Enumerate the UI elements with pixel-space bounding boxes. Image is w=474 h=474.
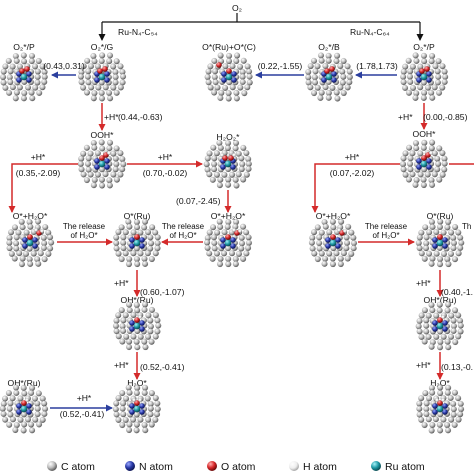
node-h2o2: H₂O₂* xyxy=(217,132,241,142)
node-left-p: O₂*/P xyxy=(13,42,35,52)
top-molecule-label: O₂ xyxy=(232,3,242,13)
cage-oh-ru-bottom xyxy=(0,384,49,434)
node-o-ru-left: O*(Ru) xyxy=(124,211,151,221)
cage-ooh-left xyxy=(77,139,127,189)
cage-o-h2o-mid xyxy=(204,218,253,268)
edge-h-9: +H* xyxy=(416,278,431,288)
edge-0431: (0.43,0.31) xyxy=(43,61,85,71)
edge-h-2: +H* xyxy=(31,152,46,162)
node-left-top: O₂*/G xyxy=(91,42,114,52)
edge-of-h2o-2: of H₂O* xyxy=(70,231,97,240)
node-h2o-left: H₂O* xyxy=(127,378,147,388)
node-ooh-left: OOH* xyxy=(91,130,115,140)
node-oh-ru-right: OH*(Ru) xyxy=(424,295,457,305)
edge-h-1: +H* xyxy=(104,112,119,122)
legend-c-icon xyxy=(47,461,57,471)
legend-h-label: H atom xyxy=(303,461,337,473)
cage-o2-p-right xyxy=(400,52,449,101)
edge-h-7: +H* xyxy=(398,112,413,122)
cage-h2o-right xyxy=(416,384,465,434)
edge-h-6: +H* xyxy=(77,393,92,403)
edge-h-4: +H* xyxy=(114,278,129,288)
node-o-h2o-left: O*+H₂O* xyxy=(13,211,48,221)
edge-022: (0.22,-1.55) xyxy=(258,61,303,71)
node-o-h2o-mid: O*+H₂O* xyxy=(211,211,246,221)
node-h2o-right: H₂O* xyxy=(430,378,450,388)
node-o2-p-right: O₂*/P xyxy=(413,42,435,52)
edge-of-h2o-1: of H₂O* xyxy=(169,231,196,240)
edge-178: (1.78,1.73) xyxy=(356,61,398,71)
edge-h-10: +H* xyxy=(416,360,431,370)
left-arrows: (0.43,0.31) +H* (0.44,-0.63) +H* (0.35,-… xyxy=(8,61,232,419)
cage-oh-ru-left xyxy=(112,301,162,351)
edge-007-left: (0.07,-2.45) xyxy=(176,196,221,206)
node-o2-b: O₂*/B xyxy=(318,42,340,52)
legend-ru-label: Ru atom xyxy=(385,461,425,473)
right-arrows: (1.78,1.73) (0.22,-1.55) +H* (0.00,-0.85… xyxy=(255,61,474,380)
edge-052b: (0.52,-0.41) xyxy=(60,409,105,419)
top-split: O₂ Ru-N₄-C₅₄ Ru-N₄-C₆₄ xyxy=(98,3,424,41)
cage-o2-p-left xyxy=(0,52,48,102)
cage-oh-ru-right xyxy=(415,301,464,351)
cage-clusters xyxy=(0,52,465,434)
legend-n-icon xyxy=(125,461,135,471)
branch-left-label: Ru-N₄-C₅₄ xyxy=(118,27,158,37)
edge-release-4: Th xyxy=(462,222,471,231)
node-oh-ru-bottom: OH*(Ru) xyxy=(8,378,41,388)
legend-o-icon xyxy=(207,461,217,471)
legend-o-label: O atom xyxy=(221,461,256,473)
node-o-ru-right: O*(Ru) xyxy=(427,211,454,221)
node-o-h2o-right: O*+H₂O* xyxy=(316,211,351,221)
node-labels: O₂*/G O₂*/P OOH* H₂O₂* O*+H₂O* O*(Ru) O*… xyxy=(8,42,457,388)
cage-o2-g xyxy=(77,52,127,102)
cage-o-ru-left xyxy=(113,218,161,268)
legend-h-icon xyxy=(289,461,299,471)
legend-n-label: N atom xyxy=(139,461,173,473)
legend-ru-icon xyxy=(371,461,381,471)
edge-h-3: +H* xyxy=(158,152,173,162)
cage-o2-b xyxy=(305,52,353,102)
edge-070: (0.70,-0.02) xyxy=(143,168,188,178)
cage-o-h2o-right xyxy=(308,218,358,268)
node-oh-ru-left: OH*(Ru) xyxy=(121,295,154,305)
edge-052: (0.52,-0.41) xyxy=(140,362,185,372)
edge-044: (0.44,-0.63) xyxy=(118,112,163,122)
legend: C atom N atom O atom H atom Ru atom xyxy=(47,461,425,473)
edge-release-3: The release xyxy=(365,222,408,231)
edge-release-2: The release xyxy=(63,222,106,231)
cage-h2o-left xyxy=(112,384,161,434)
edge-h-8: +H* xyxy=(345,152,360,162)
edge-040: (0.40,-1. xyxy=(441,287,473,297)
edge-000: (0.00,-0.85) xyxy=(423,112,468,122)
cage-o-ru-c xyxy=(204,52,253,102)
cage-o-ru-right xyxy=(415,218,465,268)
cage-o-h2o-left xyxy=(6,218,55,268)
edge-h-5: +H* xyxy=(114,360,129,370)
edge-060: (0.60,-1.07) xyxy=(140,287,185,297)
cage-ooh-right xyxy=(400,139,448,189)
cage-h2o2 xyxy=(203,139,252,189)
edge-release-1: The release xyxy=(162,222,205,231)
edge-013: (0.13,-0. xyxy=(441,362,473,372)
legend-c-label: C atom xyxy=(61,461,95,473)
edge-035: (0.35,-2.09) xyxy=(16,168,61,178)
branch-right-label: Ru-N₄-C₆₄ xyxy=(350,27,390,37)
node-o-ru-c: O*(Ru)+O*(C) xyxy=(202,42,256,52)
edge-of-h2o-3: of H₂O* xyxy=(372,231,399,240)
node-ooh-right: OOH* xyxy=(413,129,437,139)
edge-007-right: (0.07,-2.02) xyxy=(330,168,375,178)
